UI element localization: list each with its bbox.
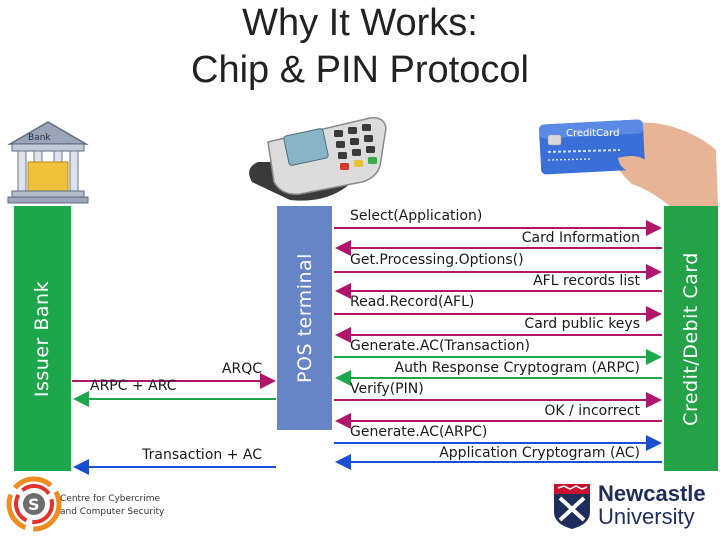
label-card-keys: Card public keys (524, 316, 640, 332)
card-reader-icon (249, 116, 387, 201)
ccics-logo-mark: S (6, 476, 62, 532)
credit-card-icon: CreditCard (539, 119, 718, 206)
label-card-info: Card Information (521, 230, 640, 246)
label-arqc: ARQC (221, 361, 262, 377)
label-afl: AFL records list (533, 273, 640, 289)
ccics-logo: S Centre for Cybercrime and Computer Sec… (6, 476, 176, 532)
label-arpc-response: Auth Response Cryptogram (ARPC) (394, 360, 640, 376)
pos-terminal-bar: POS terminal (277, 206, 332, 430)
label-select: Select(Application) (350, 208, 483, 224)
card-brand: CreditCard (566, 128, 619, 139)
slide-title: Why It Works: Chip & PIN Protocol (0, 0, 720, 94)
newcastle-crest (554, 484, 590, 529)
bank-icon: Bank (7, 121, 89, 204)
label-app-cryptogram: Application Cryptogram (AC) (439, 445, 640, 461)
issuer-bank-bar: Issuer Bank (14, 206, 71, 471)
ccics-line-1: Centre for Cybercrime (60, 494, 161, 504)
label-genac-transaction: Generate.AC(Transaction) (350, 338, 530, 354)
newcastle-line-2: University (598, 504, 695, 529)
title-line-1: Why It Works: (242, 2, 478, 44)
label-transaction-ac: Transaction + AC (142, 447, 262, 463)
label-read-record: Read.Record(AFL) (350, 294, 475, 310)
bank-sign: Bank (28, 133, 51, 143)
newcastle-university-logo: Newcastle University (550, 482, 715, 532)
ccics-letter: S (28, 495, 40, 514)
label-arpc-arc: ARPC + ARC (90, 378, 177, 394)
label-ok-incorrect: OK / incorrect (544, 403, 640, 419)
label-genac-arpc: Generate.AC(ARPC) (350, 424, 488, 440)
card-bar: Credit/Debit Card (664, 206, 718, 471)
ccics-line-2: and Computer Security (60, 507, 165, 517)
label-verify-pin: Verify(PIN) (350, 381, 424, 397)
label-gpo: Get.Processing.Options() (350, 252, 524, 268)
title-line-2: Chip & PIN Protocol (191, 49, 529, 91)
newcastle-line-1: Newcastle (598, 481, 706, 506)
